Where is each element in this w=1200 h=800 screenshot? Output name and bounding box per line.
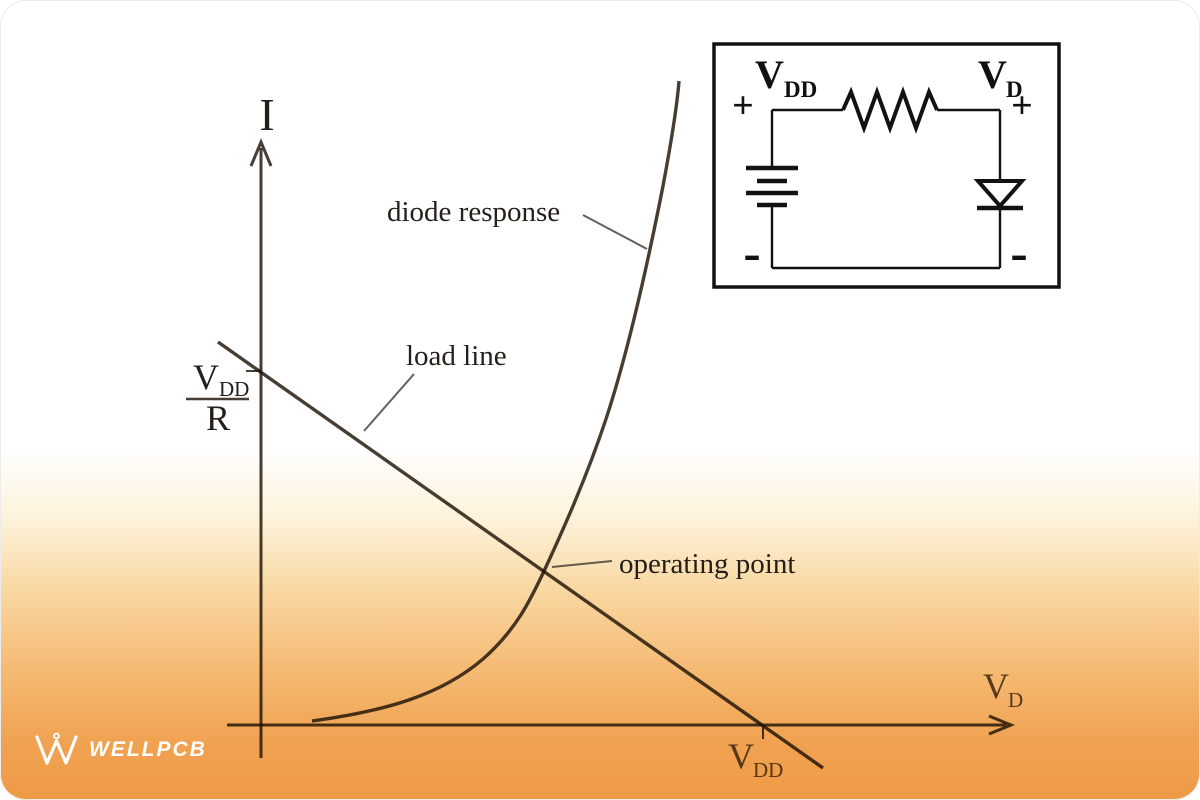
x-intercept-subscript: DD bbox=[753, 758, 783, 782]
wellpcb-w-icon bbox=[35, 732, 78, 765]
y-axis-arrowhead-icon bbox=[249, 138, 273, 167]
x-axis-title: V bbox=[983, 666, 1009, 706]
supply-voltage-label: V bbox=[755, 52, 784, 97]
diode-response-label: diode response bbox=[387, 196, 560, 228]
wellpcb-logo-text: WELLPCB bbox=[89, 738, 207, 761]
diode-triangle bbox=[973, 179, 1027, 210]
supply-voltage-subscript: DD bbox=[784, 77, 817, 102]
diode-plus-sign: + bbox=[1011, 85, 1033, 127]
graph: I V D diode response load line operating… bbox=[186, 80, 1023, 782]
diode-response-curve bbox=[311, 80, 681, 723]
x-axis-title-subscript: D bbox=[1008, 688, 1023, 712]
wellpcb-watermark: WELLPCB bbox=[34, 732, 207, 768]
supply-plus-sign: + bbox=[732, 85, 754, 127]
battery-icon bbox=[746, 165, 798, 208]
y-intercept-label: V DD R bbox=[186, 357, 249, 438]
supply-minus-sign: - bbox=[743, 225, 760, 282]
diode-minus-sign: - bbox=[1010, 225, 1027, 282]
x-intercept-main: V bbox=[728, 736, 754, 776]
load-line bbox=[217, 340, 824, 770]
y-intercept-numerator: V bbox=[193, 357, 219, 397]
operating-point-leader-line bbox=[551, 560, 613, 568]
diode-voltage-label: V bbox=[978, 52, 1007, 97]
load-line-leader-line bbox=[363, 373, 415, 432]
operating-point-label: operating point bbox=[619, 548, 795, 580]
diode-response-leader-line bbox=[582, 214, 648, 250]
y-axis-title: I bbox=[259, 89, 274, 140]
diode-icon bbox=[973, 179, 1027, 211]
diode-voltage-subscript: D bbox=[1006, 77, 1023, 102]
circuit-inset: V DD V D + + - - bbox=[712, 42, 1061, 289]
resistor-icon bbox=[841, 86, 939, 134]
y-intercept-denominator: R bbox=[206, 398, 230, 438]
y-intercept-numerator-subscript: DD bbox=[219, 377, 249, 401]
x-intercept-label: V DD bbox=[728, 736, 783, 782]
x-axis-arrowhead-icon bbox=[988, 714, 1015, 736]
load-line-label: load line bbox=[406, 340, 507, 372]
